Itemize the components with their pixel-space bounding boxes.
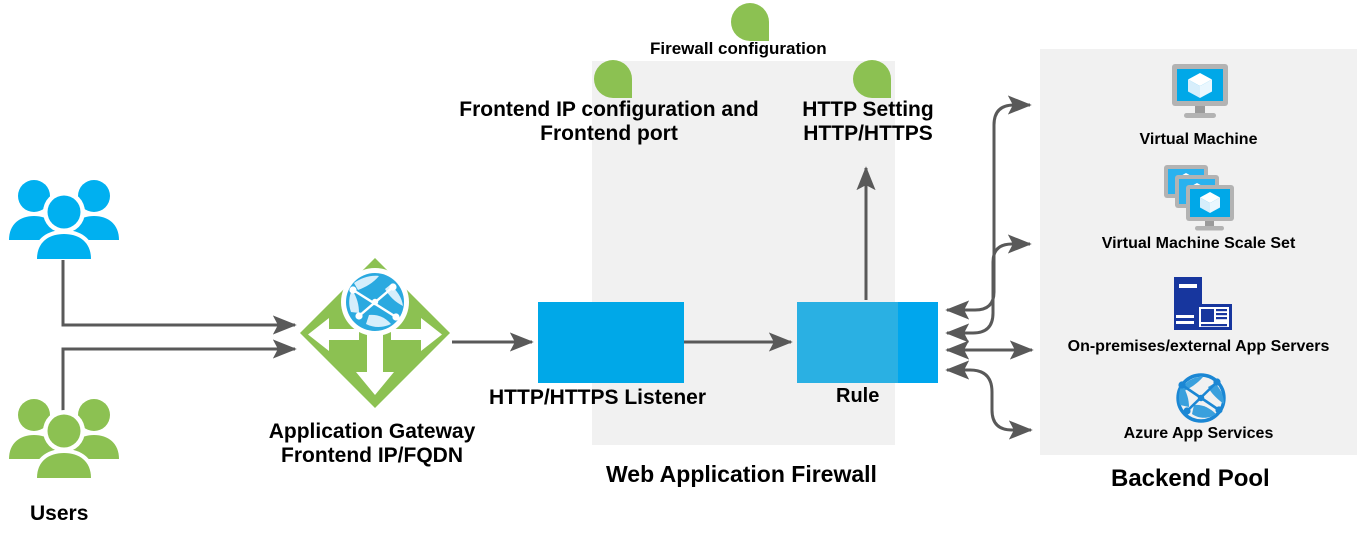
virtual-machine-label: Virtual Machine [1139,131,1258,148]
users-group-top [8,178,120,260]
backend-item-app-servers[interactable] [1172,276,1234,334]
app-server-icon [1174,277,1232,330]
connector-rule-to-scale-set [945,234,1032,343]
backend-pool-label: Backend Pool [1111,465,1270,492]
http-https-listener-box[interactable] [538,302,684,383]
application-gateway-icon [300,258,450,408]
rule-box-left-segment [797,302,898,383]
frontend-label-line2: Frontend port [540,122,678,146]
virtual-machine-scale-set-label: Virtual Machine Scale Set [1101,235,1296,252]
connector-users-top-to-gateway [61,258,297,335]
green-pin-icon [853,60,891,98]
green-pin-icon [731,3,769,41]
users-label: Users [30,502,89,525]
rule-box-right-segment [898,302,938,383]
rule-label: Rule [836,385,880,407]
application-gateway-label-line1: Application Gateway [268,420,476,443]
http-setting-label-line2: HTTP/HTTPS [803,122,933,146]
backend-item-azure-app-services[interactable] [1175,372,1227,424]
azure-app-services-label: Azure App Services [1123,425,1274,442]
web-application-firewall-label: Web Application Firewall [606,461,877,487]
connector-rule-to-app-services [945,360,1033,440]
rule-box[interactable] [797,302,938,383]
backend-item-virtual-machine-scale-set[interactable] [1162,163,1238,231]
application-gateway-label-line2: Frontend IP/FQDN [281,444,463,468]
connector-rule-to-virtual-machine [945,95,1032,320]
virtual-machine-icon [1172,64,1228,118]
users-group-icon [9,180,119,260]
app-servers-label: On-premises/external App Servers [1067,338,1330,355]
http-https-listener-label: HTTP/HTTPS Listener [489,386,707,409]
virtual-machine-scale-set-icon [1164,165,1234,231]
firewall-configuration-label: Firewall configuration [650,39,827,58]
http-setting-label-line1: HTTP Setting [802,98,934,121]
users-group-bottom [8,397,120,479]
frontend-label-line1: Frontend IP configuration and [459,98,759,121]
application-gateway-node[interactable] [296,254,454,412]
users-group-icon [9,399,119,479]
backend-item-virtual-machine[interactable] [1168,62,1232,124]
azure-app-services-icon [1176,373,1226,423]
green-pin-icon [594,60,632,98]
